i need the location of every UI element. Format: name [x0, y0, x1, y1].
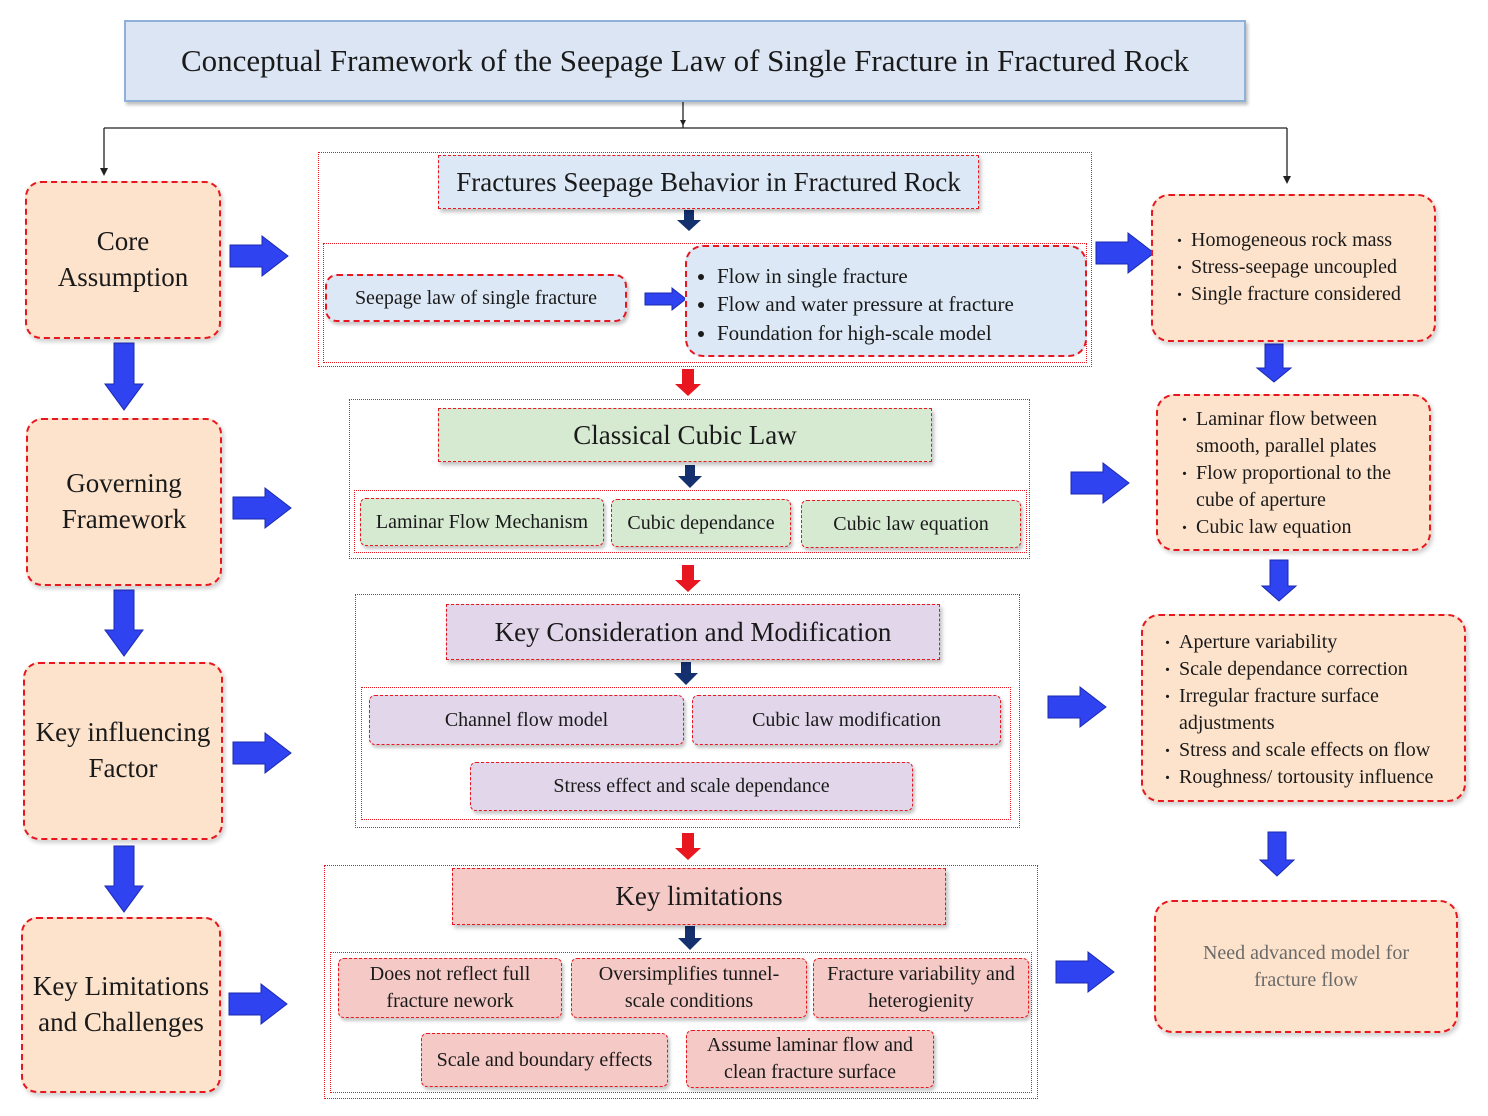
- modification-header: Key Consideration and Modification: [446, 604, 940, 660]
- bullet-item: Flow and water pressure at fracture: [717, 290, 1085, 318]
- limitations-chip-frame: [330, 952, 1032, 1093]
- seepage-group-frame: [318, 152, 1092, 367]
- detail-factors: Aperture variability Scale dependance co…: [1141, 614, 1466, 802]
- seepage-header: Fractures Seepage Behavior in Fractured …: [438, 155, 979, 209]
- stage-key-influencing-factor: Key influencing Factor: [23, 662, 223, 840]
- detail-item: Stress and scale effects on flow: [1165, 733, 1464, 764]
- detail-item: Irregular fracture surface adjustments: [1165, 679, 1464, 737]
- chip-limitation: Oversimplifies tunnel- scale conditions: [571, 958, 807, 1018]
- stage-key-limitations: Key Limitations and Challenges: [21, 917, 221, 1093]
- detail-line: cube of aperture: [1196, 489, 1326, 511]
- detail-item: Cubic law equation: [1182, 510, 1429, 541]
- cubic-chip-frame: [354, 490, 1027, 553]
- detail-item: Aperture variability: [1165, 625, 1464, 656]
- detail-item: Flow proportional to the cube of apertur…: [1182, 456, 1429, 514]
- modification-group-frame: [355, 594, 1020, 828]
- diagram-title: Conceptual Framework of the Seepage Law …: [124, 20, 1246, 102]
- limitations-header: Key limitations: [452, 868, 946, 925]
- cubic-header: Classical Cubic Law: [438, 408, 932, 462]
- detail-line: smooth, parallel plates: [1196, 435, 1377, 457]
- chip-line: heterogienity: [868, 990, 974, 1012]
- chip-limitation: Scale and boundary effects: [421, 1033, 668, 1087]
- stage-label-line2: Factor: [88, 753, 158, 783]
- chip-limitation: Fracture variability and heterogienity: [813, 958, 1029, 1018]
- chip-line: Fracture variability and: [827, 963, 1015, 985]
- bullet-item: Foundation for high-scale model: [717, 319, 1085, 347]
- detail-framework: Laminar flow between smooth, parallel pl…: [1156, 394, 1431, 551]
- arrow-right-blue: [228, 234, 292, 1026]
- seepage-law-label: Seepage law of single fracture: [325, 274, 627, 322]
- stage-label-line1: Key Limitations: [32, 971, 210, 1002]
- detail-item: Scale dependance correction: [1165, 652, 1464, 683]
- chip-line: Assume laminar flow and: [706, 1034, 914, 1056]
- stage-label-line1: Core: [96, 226, 150, 257]
- detail-need-advanced-model: Need advanced model for fracture flow: [1154, 900, 1458, 1033]
- chip-cubic-law-modification: Cubic law modification: [692, 695, 1001, 745]
- chip-line: Oversimplifies tunnel-: [598, 963, 780, 985]
- cubic-group-frame: [349, 399, 1030, 559]
- stage-label-line2: and Challenges: [38, 1007, 204, 1037]
- chip-channel-flow-model: Channel flow model: [369, 695, 684, 745]
- arrow-down-blue: [104, 342, 144, 913]
- detail-line: adjustments: [1179, 712, 1275, 734]
- modification-chip-frame: [361, 687, 1011, 820]
- arrow-down-red: [675, 369, 701, 860]
- stage-label-line2: Assumption: [57, 262, 189, 292]
- arrow-down-blue: [1255, 343, 1298, 877]
- bullet-item: Flow in single fracture: [717, 262, 1085, 290]
- chip-limitation: Assume laminar flow and clean fracture s…: [686, 1030, 934, 1088]
- detail-line: Irregular fracture surface: [1179, 685, 1379, 707]
- stage-label-line1: Key influencing: [35, 717, 211, 748]
- chip-line: Does not reflect full: [369, 963, 531, 985]
- chip-line: scale conditions: [624, 990, 754, 1012]
- detail-line: Laminar flow between: [1196, 408, 1378, 430]
- chip-stress-effect: Stress effect and scale dependance: [470, 762, 913, 811]
- detail-line: Need advanced model for: [1202, 941, 1409, 964]
- chip-limitation: Does not reflect full fracture nework: [338, 958, 562, 1018]
- arrow-right-blue: [644, 231, 1155, 994]
- stage-label-line1: Governing: [66, 468, 182, 499]
- detail-item: Roughness/ tortousity influence: [1165, 760, 1464, 791]
- stage-label-line2: Framework: [61, 504, 187, 534]
- chip-line: Scale and boundary effects: [436, 1048, 653, 1071]
- detail-item: Single fracture considered: [1177, 277, 1434, 308]
- detail-line: Flow proportional to the: [1196, 462, 1391, 484]
- detail-item: Laminar flow between smooth, parallel pl…: [1182, 402, 1429, 460]
- chip-line: clean fracture surface: [723, 1061, 897, 1083]
- detail-item: Homogeneous rock mass: [1177, 223, 1434, 254]
- stage-governing-framework: Governing Framework: [26, 418, 222, 586]
- chip-cubic-dependance: Cubic dependance: [611, 499, 791, 547]
- detail-line: fracture flow: [1254, 968, 1358, 991]
- detail-assumptions: Homogeneous rock mass Stress-seepage unc…: [1151, 194, 1436, 342]
- limitations-group-frame: [324, 865, 1038, 1099]
- chip-cubic-law-equation: Cubic law equation: [801, 500, 1021, 548]
- chip-laminar-flow-mechanism: Laminar Flow Mechanism: [360, 498, 604, 546]
- detail-item: Stress-seepage uncoupled: [1177, 250, 1434, 281]
- seepage-bullets-box: Flow in single fracture Flow and water p…: [685, 245, 1087, 357]
- stage-core-assumption: Core Assumption: [25, 181, 221, 339]
- arrow-down-navy: [674, 210, 702, 950]
- chip-line: fracture nework: [386, 990, 514, 1012]
